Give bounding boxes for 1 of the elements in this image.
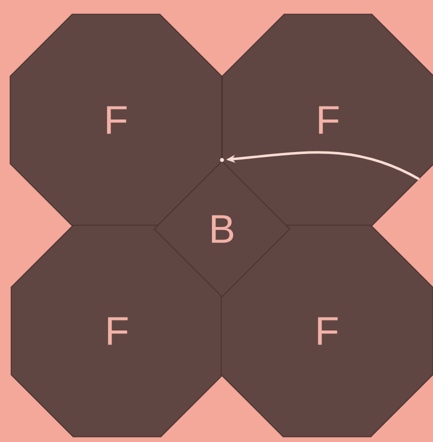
diamond-tile: B — [154, 160, 290, 298]
